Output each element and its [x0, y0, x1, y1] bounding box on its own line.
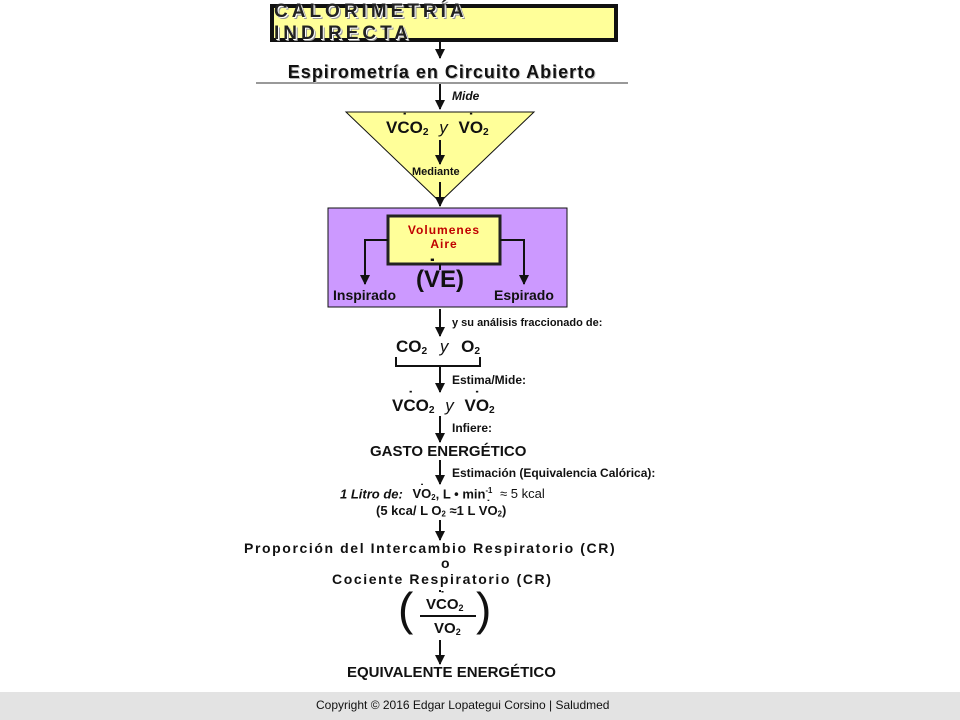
footer-bar: [0, 692, 960, 720]
method-label: Espirometría en Circuito Abierto: [256, 62, 628, 84]
aire-text: Aire: [430, 237, 458, 251]
rates-row: VCO2 y VO2: [392, 396, 495, 416]
estima-label: Estima/Mide:: [452, 373, 527, 387]
cr-line-2: Cociente Respiratorio (CR): [332, 571, 553, 587]
fraction-numerator: VCO2: [426, 596, 464, 613]
title-text: CALORIMETRÍA INDIRECTA: [274, 1, 467, 44]
equivalence-line-1: 1 Litro de: VO2, L • min-1 ≈ 5 kcal: [340, 486, 545, 502]
fraction-open-paren: (: [398, 583, 414, 635]
fraction-close-paren: ): [476, 583, 492, 635]
vco2-rate-label: VCO: [386, 118, 423, 137]
mediante-label: Mediante: [412, 166, 460, 178]
co2-gas-label: CO: [396, 337, 422, 356]
triangle-rates: VCO2 y VO2: [386, 118, 489, 138]
analysis-label: y su análisis fraccionado de:: [452, 317, 603, 329]
volumes-text: Volumenes: [407, 223, 481, 237]
equivalente-energetico-label: EQUIVALENTE ENERGÉTICO: [347, 664, 556, 681]
copyright-text: Copyright © 2016 Edgar Lopategui Corsino…: [316, 698, 610, 712]
vo2-rate-label: VO: [458, 118, 483, 137]
cr-o: o: [441, 555, 450, 571]
o2-gas-label: O: [461, 337, 475, 356]
ve-label: (VE): [416, 266, 464, 294]
fraction-denominator: VO2: [434, 620, 461, 637]
gases-row: CO2 y O2: [396, 337, 481, 358]
espirado-label: Espirado: [494, 287, 554, 303]
inspirado-label: Inspirado: [333, 287, 397, 303]
equivalence-line-2: (5 kca/ L O2 ≈1 L VO2): [376, 503, 506, 519]
cr-line-1: Proporción del Intercambio Respiratorio …: [244, 540, 617, 556]
mide-label: Mide: [452, 89, 480, 103]
air-volumes-label: Volumenes Aire: [388, 223, 500, 251]
triangle-y-word: y: [439, 118, 448, 137]
estimacion-label: Estimación (Equivalencia Calórica):: [452, 466, 656, 480]
infiere-label: Infiere:: [452, 421, 493, 435]
gasto-energetico-label: GASTO ENERGÉTICO: [370, 443, 527, 460]
title-box: CALORIMETRÍA INDIRECTA: [270, 1, 618, 44]
